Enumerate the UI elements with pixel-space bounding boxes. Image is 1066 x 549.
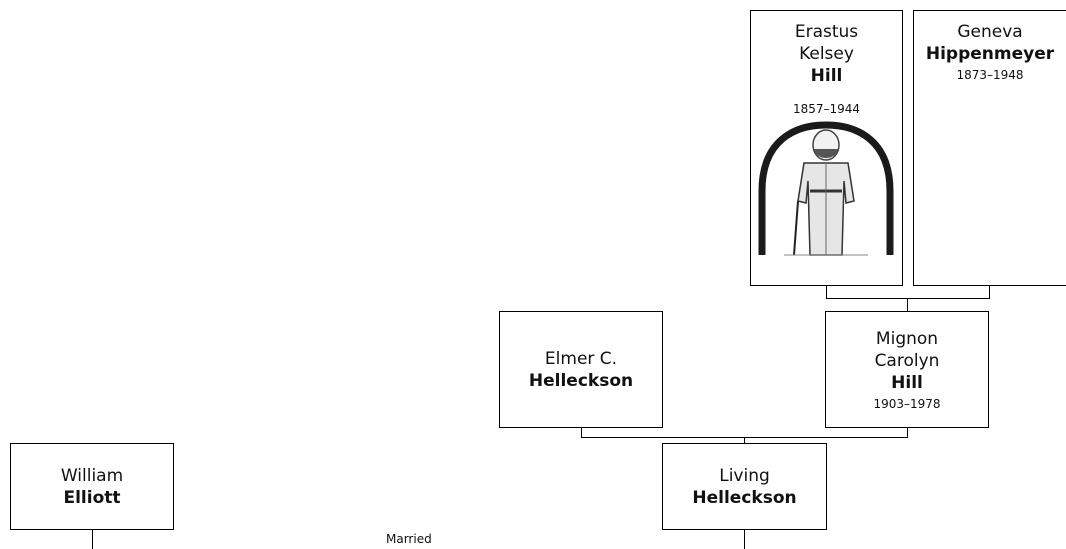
connector-line xyxy=(989,286,990,298)
surname: Hill xyxy=(810,66,843,86)
life-dates: 1903–1978 xyxy=(873,396,941,411)
given-name: Kelsey xyxy=(799,44,854,64)
person-mignon-hill[interactable]: Mignon Carolyn Hill 1903–1978 xyxy=(825,311,989,428)
connector-line xyxy=(826,298,990,299)
portrait-photo[interactable] xyxy=(754,121,899,263)
connector-line xyxy=(92,530,93,549)
given-name: Erastus xyxy=(794,22,859,42)
connector-line xyxy=(581,428,582,437)
marriage-label: Married xyxy=(386,532,432,546)
surname: Hill xyxy=(891,372,923,393)
person-william-elliott[interactable]: William Elliott xyxy=(10,443,174,530)
person-erastus-hill[interactable]: Erastus Kelsey Hill 1857–1944 xyxy=(750,10,903,286)
life-dates: 1873–1948 xyxy=(956,68,1024,82)
given-name: Elmer C. xyxy=(544,348,618,369)
connector-line xyxy=(744,437,745,444)
given-name: Carolyn xyxy=(874,350,940,371)
given-name: William xyxy=(60,465,124,486)
given-name: Geneva xyxy=(957,22,1023,42)
given-name: Living xyxy=(719,465,770,486)
connector-line xyxy=(744,530,745,549)
person-geneva-hippenmeyer[interactable]: Geneva Hippenmeyer 1873–1948 xyxy=(913,10,1066,286)
person-elmer-helleckson[interactable]: Elmer C. Helleckson xyxy=(499,311,663,428)
connector-line xyxy=(907,298,908,312)
surname: Elliott xyxy=(63,487,121,508)
surname: Helleckson xyxy=(692,487,797,508)
given-name: Mignon xyxy=(875,328,939,349)
surname: Hippenmeyer xyxy=(925,44,1055,64)
life-dates: 1857–1944 xyxy=(792,102,861,116)
portrait-sketch-icon xyxy=(754,121,899,259)
connector-line xyxy=(826,286,827,298)
person-living-helleckson[interactable]: Living Helleckson xyxy=(662,443,827,530)
surname: Helleckson xyxy=(528,370,634,391)
connector-line xyxy=(907,428,908,437)
